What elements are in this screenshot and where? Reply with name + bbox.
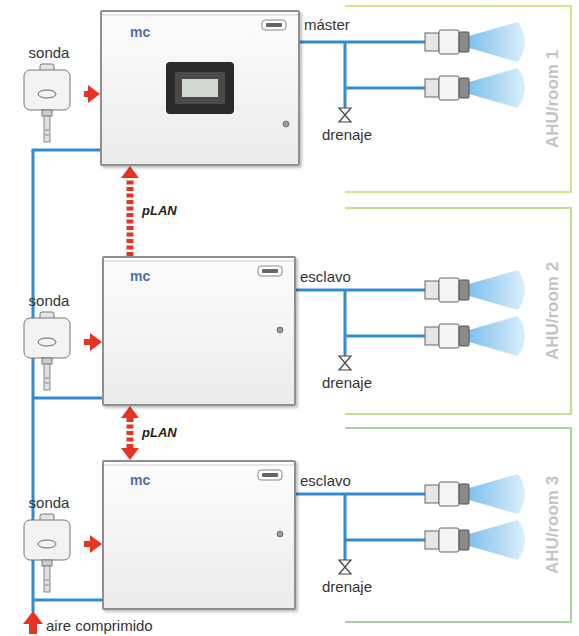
nozzle-part — [425, 520, 525, 560]
room-band: AHU/room 2 esclavo sonda — [0, 208, 574, 414]
controller-role: esclavo — [300, 472, 351, 490]
plan-link-arrow-part — [121, 166, 139, 178]
probe-signal-arrow-part — [84, 339, 90, 345]
controller-cabinet-detail-part — [277, 531, 283, 537]
probe-illustration-part — [44, 566, 50, 592]
controller-role: máster — [304, 16, 350, 34]
probe-signal-arrow — [84, 85, 100, 103]
air-pipe-part — [33, 599, 102, 602]
probe-signal-arrow — [84, 535, 102, 553]
probe-node: sonda — [14, 292, 84, 392]
controller-cabinet-detail-part — [262, 473, 278, 477]
brand-logo: mc — [130, 472, 150, 488]
link-label: pLAN — [140, 203, 179, 219]
room-label: AHU/room 1 — [543, 50, 563, 148]
probe-illustration-part — [45, 130, 49, 131]
plan-link-arrow-part — [121, 448, 139, 460]
drain-label: drenaje — [322, 578, 372, 596]
probe-illustration-part — [38, 90, 56, 98]
drain-label: drenaje — [322, 126, 372, 144]
probe-signal-arrow-part — [84, 541, 90, 547]
controller-cabinet-detail-part — [258, 266, 282, 276]
controller-cabinet-detail-part — [262, 269, 278, 273]
drain-valve-part — [339, 356, 351, 370]
probe-illustration-part — [45, 383, 49, 384]
probe-signal-arrow-part — [84, 91, 88, 97]
probe-label: sonda — [14, 494, 84, 512]
probe-label: sonda — [14, 292, 84, 310]
room-label: AHU/room 2 — [543, 262, 563, 360]
air-inlet-arrow — [23, 611, 43, 634]
plan-link-arrow-part — [127, 418, 134, 448]
plan-link-arrow — [121, 406, 139, 460]
drain-valve-part — [339, 560, 351, 574]
controller-cabinet-detail-part — [102, 15, 298, 16]
plan-link-arrow-part — [121, 406, 139, 418]
probe-illustration-part — [45, 135, 49, 136]
probe-signal-arrow-part — [90, 333, 102, 351]
probe-illustration-part — [44, 364, 50, 390]
room-bracket-part — [345, 428, 571, 622]
nozzle-part — [425, 316, 525, 356]
plan-link-arrow — [121, 166, 139, 256]
controller-cabinet-detail-part — [182, 79, 218, 97]
room-label: AHU/room 3 — [543, 476, 563, 574]
probe-illustration-part — [42, 110, 52, 116]
controller-cabinet-detail-part — [266, 23, 282, 27]
room-bracket — [345, 6, 571, 622]
room-bracket-part — [345, 6, 571, 192]
drain-valve-part — [339, 108, 351, 122]
nozzle-part — [425, 68, 525, 108]
probe-illustration-part — [24, 70, 70, 110]
brand-logo: mc — [130, 268, 150, 284]
nozzle — [425, 22, 525, 560]
drain-valve — [339, 108, 351, 574]
probe-illustration-part — [24, 520, 70, 560]
link-label: pLAN — [140, 425, 179, 441]
controller-cabinet-detail-part — [104, 465, 294, 466]
probe-illustration-part — [45, 378, 49, 379]
controller-role: esclavo — [300, 268, 351, 286]
controller-cabinet-detail-part — [262, 20, 286, 30]
controller-cabinet-detail-part — [277, 327, 283, 333]
room-band: AHU/room 1 máster sonda — [0, 6, 574, 192]
probe-illustration-part — [45, 585, 49, 586]
probe-node: sonda — [14, 494, 84, 594]
controller-cabinet-detail-part — [175, 72, 225, 104]
controller-cabinet-detail-part — [166, 62, 234, 114]
drain-label: drenaje — [322, 374, 372, 392]
probe-signal-arrow-part — [88, 85, 100, 103]
probe-illustration-part — [24, 318, 70, 358]
air-pipe-part — [32, 149, 101, 152]
air-inlet-arrow-part — [29, 624, 37, 634]
probe-signal-arrow-part — [90, 535, 102, 553]
nozzle-part — [425, 270, 525, 310]
probe-illustration-part — [45, 580, 49, 581]
nozzle-part — [425, 474, 525, 514]
probe-illustration-part — [38, 540, 56, 548]
water-pipe-part — [296, 290, 425, 356]
probe-illustration-part — [44, 116, 50, 142]
room-bracket-part — [345, 208, 571, 414]
probe-node: sonda — [14, 44, 84, 144]
probe-illustration-part — [42, 358, 52, 364]
water-pipe-part — [296, 494, 425, 560]
air-pipe-part — [33, 397, 102, 400]
brand-logo: mc — [130, 24, 150, 40]
controller-cabinet-detail-part — [283, 121, 289, 127]
probe-illustration-part — [38, 338, 56, 346]
probe-signal-arrow — [84, 333, 102, 351]
water-pipe — [296, 42, 425, 560]
controller-cabinet-detail-part — [258, 470, 282, 480]
probe-label: sonda — [14, 44, 84, 62]
room-band: AHU/room 3 esclavo sonda — [0, 428, 574, 622]
air-inlet-arrow-part — [23, 611, 43, 624]
air-supply-label: aire comprimido — [46, 617, 153, 635]
water-pipe-part — [300, 42, 425, 108]
nozzle-part — [425, 22, 525, 62]
plan-link-arrow-part — [127, 178, 134, 256]
controller-cabinet-detail-part — [104, 261, 294, 262]
probe-illustration-part — [42, 560, 52, 566]
